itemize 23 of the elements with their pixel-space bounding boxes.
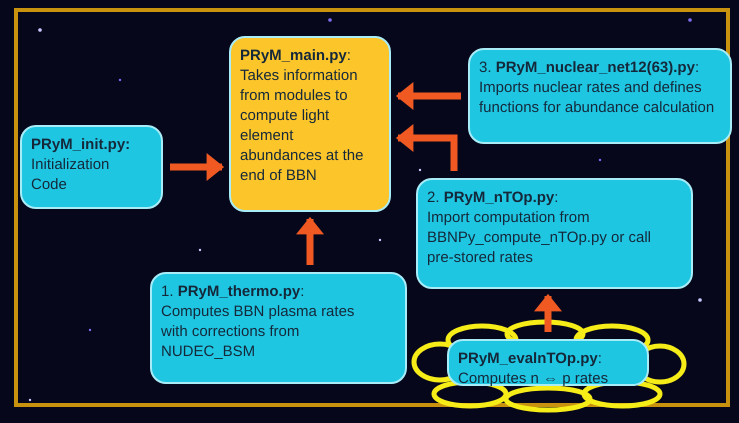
module-box	[150, 272, 407, 384]
module-box	[416, 178, 693, 289]
module-description: Imports nuclear rates and defines functions for abundance calculation	[479, 78, 716, 118]
module-title: 2. PRyM_nTOp.py:	[427, 188, 560, 208]
main-module-box	[229, 36, 391, 212]
module-description: Initialization Code	[31, 155, 110, 195]
module-description: Computes BBN plasma rates with corrections from NUDEC_BSM	[161, 302, 356, 362]
module-box	[20, 125, 163, 209]
arrow	[170, 153, 224, 181]
module-title: PRyM_evalnTOp.py:	[458, 349, 603, 369]
module-title: PRyM_init.py:	[31, 135, 132, 155]
module-box	[447, 339, 649, 386]
module-title: PRyM_main.py:	[240, 46, 352, 66]
module-box	[468, 48, 732, 144]
arrow	[396, 82, 461, 110]
module-description: Computes n ⇔ p rates	[458, 369, 610, 389]
module-title: 1. PRyM_thermo.py:	[161, 282, 306, 302]
arrow	[534, 294, 562, 332]
arrow	[396, 124, 458, 171]
arrow	[296, 216, 324, 265]
module-description: Import computation from BBNPy_compute_nTOp.py or call pre-stored rates	[427, 208, 651, 268]
module-description: Takes information from modules to compute light element abundances at the end of BBN	[240, 66, 364, 186]
module-title: 3. PRyM_nuclear_net12(63).py:	[479, 58, 700, 78]
